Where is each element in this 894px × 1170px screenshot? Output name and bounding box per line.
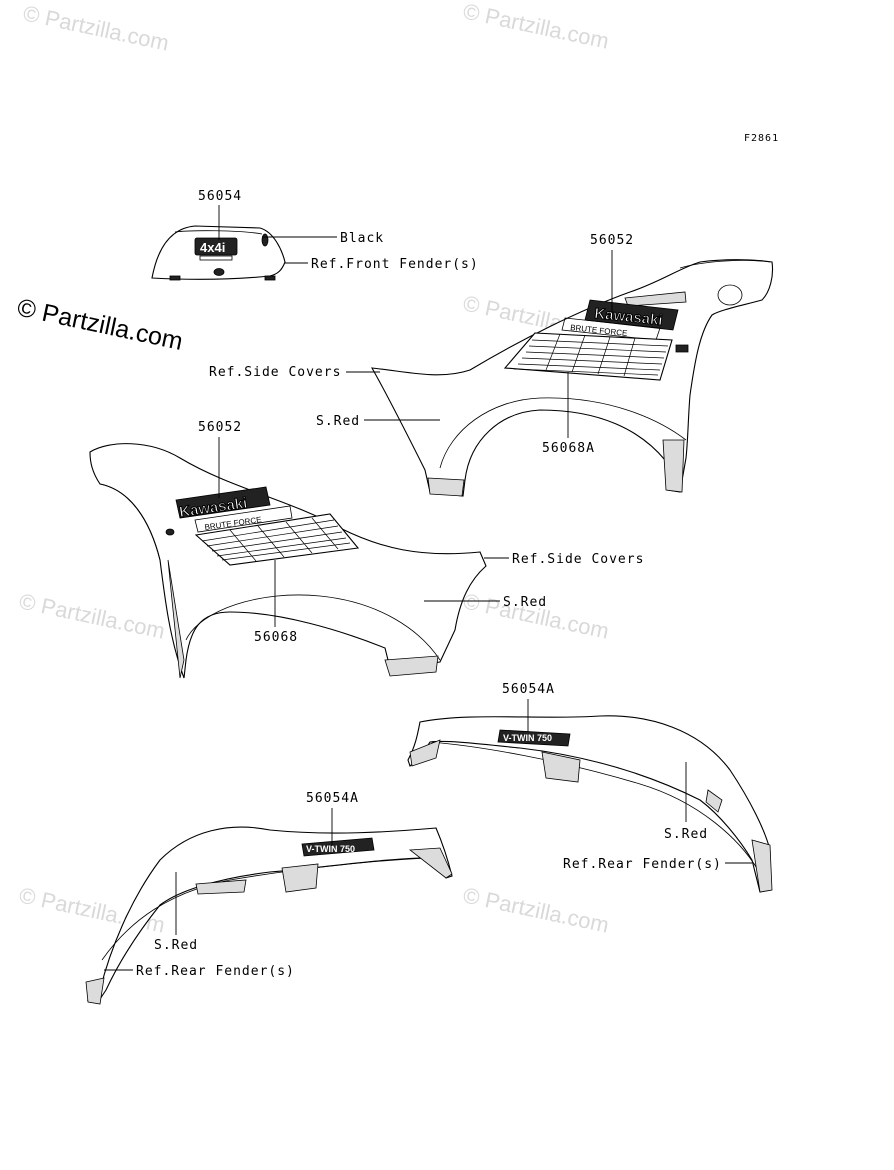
front-fender-decal-part[interactable]: 4x4i [151, 225, 286, 281]
part-number-56068: 56068 [254, 630, 298, 645]
kawasaki-decal [175, 486, 271, 519]
part-number-56054a-right: 56054A [502, 682, 555, 697]
callout-ref-side-covers-right: Ref.Side Covers [209, 365, 341, 380]
right-rear-fender-part[interactable]: V-TWIN 750 [407, 715, 773, 893]
callout-ref-side-covers-left: Ref.Side Covers [512, 552, 644, 567]
four-by-four-text: 4x4i [200, 240, 225, 255]
figure-code: F2861 [744, 133, 779, 144]
left-side-cover-part[interactable]: Kawasaki BRUTE FORCE [89, 443, 487, 679]
rear-emblem-decal [301, 837, 375, 857]
callout-ref-rear-fender-left: Ref.Rear Fender(s) [136, 964, 295, 979]
part-number-56054: 56054 [198, 189, 242, 204]
part-number-56054a-left: 56054A [306, 791, 359, 806]
watermark: © Partzilla.com [17, 588, 167, 643]
left-rear-fender-part[interactable]: V-TWIN 750 [85, 826, 453, 1005]
watermark: © Partzilla.com [21, 0, 171, 55]
rear-emblem-decal [497, 729, 571, 747]
watermark: © Partzilla.com [461, 0, 611, 54]
callout-ref-rear-fender-right: Ref.Rear Fender(s) [563, 857, 722, 872]
callout-s-red-rear-left: S.Red [154, 938, 198, 953]
part-number-56068a: 56068A [542, 441, 595, 456]
rear-emblem-text: V-TWIN 750 [503, 733, 552, 743]
callout-black: Black [340, 231, 384, 246]
watermark: © Partzilla.com [461, 882, 611, 937]
callout-s-red-left: S.Red [503, 595, 547, 610]
callout-ref-front-fender: Ref.Front Fender(s) [311, 257, 479, 272]
callout-s-red-right: S.Red [316, 414, 360, 429]
copyright-mark: © Partzilla.com [15, 293, 186, 355]
callout-s-red-rear-right: S.Red [664, 827, 708, 842]
four-by-four-badge [194, 237, 238, 256]
part-number-56052-left: 56052 [198, 420, 242, 435]
grille-decal-56068 [194, 513, 360, 566]
part-number-56052-right: 56052 [590, 233, 634, 248]
rear-emblem-text: V-TWIN 750 [306, 844, 355, 854]
right-side-cover-part[interactable]: Kawasaki BRUTE FORCE [370, 259, 774, 497]
